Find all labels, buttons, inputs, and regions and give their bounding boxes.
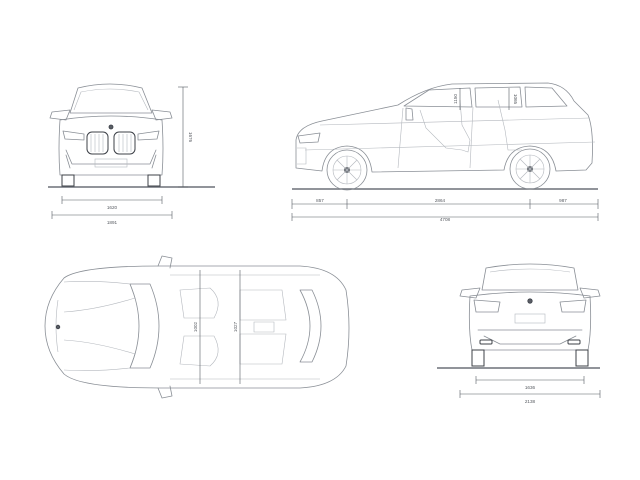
dim-rear-overhang: 987 xyxy=(559,198,567,203)
dim-height: 1676 xyxy=(188,132,193,143)
dim-interior-a: 1002 xyxy=(193,321,198,332)
side-quarter-window xyxy=(524,86,568,108)
rear-body xyxy=(468,291,592,351)
front-view: 1676 1620 1891 xyxy=(48,83,215,225)
dim-seat-height-front: 1150 xyxy=(453,94,458,104)
rear-exhaust-left xyxy=(479,339,493,345)
top-rear-seat-left xyxy=(239,289,287,321)
front-headlight-left xyxy=(62,130,85,141)
dim-front-track: 1620 xyxy=(107,205,118,210)
rear-exhaust-right xyxy=(567,339,581,345)
top-view: 1002 1027 xyxy=(44,255,350,399)
front-tire-right xyxy=(147,174,161,187)
front-mirror-right xyxy=(151,109,173,121)
dim-front-overhang: 857 xyxy=(316,198,324,203)
front-grille-left xyxy=(86,131,109,155)
rear-logo xyxy=(527,298,533,304)
side-rear-wheel xyxy=(509,148,551,190)
dim-front-width: 1891 xyxy=(107,220,118,225)
side-front-window xyxy=(403,87,473,108)
top-mirror-right xyxy=(157,385,173,399)
side-headlight xyxy=(297,132,321,144)
rear-tire-right xyxy=(575,349,589,367)
top-front-seat-right xyxy=(179,335,219,367)
front-body xyxy=(58,115,164,176)
front-plate xyxy=(94,158,128,168)
top-mirror-left xyxy=(157,255,173,269)
rear-taillight-left xyxy=(473,299,501,313)
rear-tire-left xyxy=(471,349,485,367)
side-mirror xyxy=(405,107,414,121)
dim-interior-b: 1027 xyxy=(233,321,238,332)
top-logo xyxy=(55,324,61,330)
top-body xyxy=(44,265,350,389)
dim-wheelbase: 2864 xyxy=(435,198,446,203)
rear-window xyxy=(481,263,579,291)
rear-mirror-right xyxy=(579,287,601,299)
front-grille-right xyxy=(113,131,136,155)
top-rear-seat-right xyxy=(239,333,287,365)
top-rear-window xyxy=(299,289,322,363)
side-body xyxy=(295,82,593,173)
dim-rear-width: 2138 xyxy=(525,399,536,404)
rear-mirror-left xyxy=(459,287,481,299)
side-view: 1150 1065 857 2864 987 4708 xyxy=(291,82,599,222)
front-windshield xyxy=(69,83,153,114)
dim-seat-height-rear: 1065 xyxy=(513,94,518,105)
top-windshield xyxy=(129,283,160,369)
rear-taillight-right xyxy=(559,299,587,313)
dim-rear-track: 1636 xyxy=(525,385,536,390)
dim-length: 4708 xyxy=(440,217,451,222)
front-tire-left xyxy=(61,174,75,187)
front-headlight-right xyxy=(137,130,160,141)
rear-view: 1636 2138 xyxy=(437,263,601,404)
front-mirror-left xyxy=(49,109,71,121)
top-front-seat-left xyxy=(179,287,219,319)
side-front-wheel xyxy=(326,149,368,191)
rear-plate xyxy=(514,313,546,324)
front-logo xyxy=(108,124,114,130)
side-rear-window xyxy=(474,86,523,108)
